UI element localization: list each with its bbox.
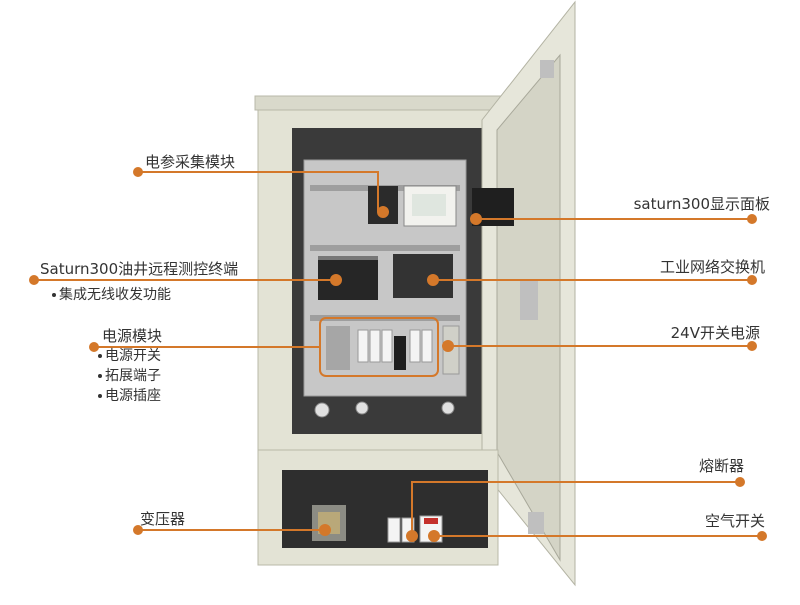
breaker [409, 329, 421, 363]
leader-dot [442, 340, 454, 352]
label-air-switch: 空气开关 [704, 512, 765, 530]
leader-dot [330, 274, 342, 286]
label-transformer: 变压器 [140, 510, 186, 528]
door-hinge [520, 280, 538, 320]
socket [394, 336, 406, 370]
label-switching-power: 24V开关电源 [670, 324, 760, 342]
leader-dot [406, 530, 418, 542]
power-collection-device [368, 186, 398, 224]
label-power-module-item: 电源插座 [98, 388, 161, 405]
breaker [381, 329, 393, 363]
label-power-module: 电源模块 [102, 327, 163, 345]
cable-gland [355, 401, 369, 415]
bullet [98, 354, 102, 358]
leader-dot [757, 531, 767, 541]
breaker [421, 329, 433, 363]
leader-dot [747, 341, 757, 351]
leader-lines [29, 167, 767, 542]
leader-dot [735, 477, 745, 487]
breaker [357, 329, 369, 363]
label-saturn-terminal: Saturn300油井远程测控终端 [40, 260, 239, 278]
saturn-terminal-strip [318, 256, 378, 260]
leader-line [138, 171, 379, 212]
door-hinge [528, 512, 544, 534]
cable-gland [314, 402, 330, 418]
leader-dot [427, 274, 439, 286]
label-industrial-switch: 工业网络交换机 [659, 258, 765, 276]
leader-dot [319, 524, 331, 536]
leader-dot [470, 213, 482, 225]
terminal-block [326, 326, 350, 370]
label-saturn-terminal-sub: 集成无线收发功能 [52, 287, 171, 304]
air-switch-toggle [424, 518, 438, 524]
label-display-panel: saturn300显示面板 [633, 195, 770, 213]
leader-dot [747, 214, 757, 224]
industrial-switch-device [393, 254, 453, 298]
power-module-item-text: 电源开关 [105, 348, 161, 364]
power-collection-screen [412, 194, 446, 216]
bullet [52, 293, 56, 297]
breaker [369, 329, 381, 363]
label-power-module-item: 拓展端子 [98, 368, 161, 385]
saturn-terminal-sub-text: 集成无线收发功能 [59, 287, 171, 303]
power-module-item-text: 电源插座 [105, 388, 161, 404]
label-power-module-item: 电源开关 [98, 348, 161, 365]
leader-dot [377, 206, 389, 218]
cabinet-top-lip [254, 95, 502, 111]
leader-dot [747, 275, 757, 285]
power-module-item-text: 拓展端子 [105, 368, 161, 384]
label-fuse: 熔断器 [698, 457, 744, 475]
label-power-collection-module: 电参采集模块 [145, 153, 236, 171]
leader-dot [428, 530, 440, 542]
cable-gland [441, 401, 455, 415]
bullet [98, 374, 102, 378]
bullet [98, 394, 102, 398]
rail [310, 245, 460, 251]
door-hinge [540, 60, 554, 78]
fuse-device [387, 517, 401, 543]
leader-line [411, 481, 740, 532]
